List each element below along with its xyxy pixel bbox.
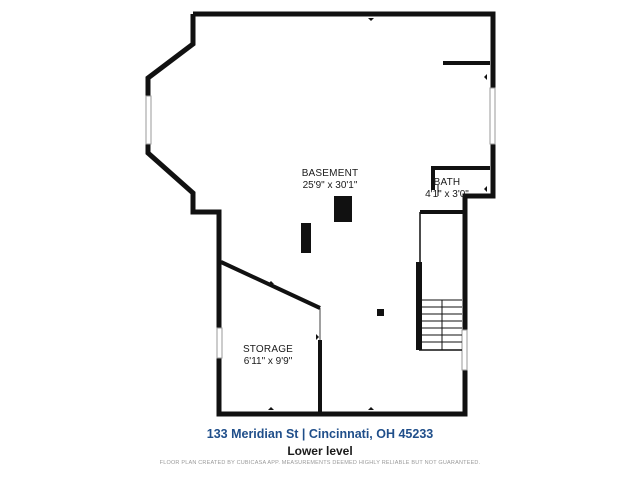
room-name: STORAGE [242, 344, 294, 355]
storage-wall [220, 260, 321, 310]
room-dimensions: 6'11" x 9'9" [243, 356, 293, 367]
bath-wall [431, 166, 490, 190]
window [489, 87, 496, 145]
wall-markers [268, 18, 487, 410]
disclaimer-text: FLOOR PLAN CREATED BY CUBICASA APP. MEAS… [159, 460, 481, 466]
room-dimensions: 4'1" x 3'0" [425, 189, 469, 200]
room-bath-label: BATH 4'1" x 3'0" [416, 177, 478, 201]
room-name: BATH [433, 177, 461, 188]
window [145, 95, 152, 145]
room-basement-label: BASEMENT 25'9" x 30'1" [270, 168, 390, 192]
exterior-wall [193, 11, 496, 173]
column [334, 196, 352, 222]
property-address: 133 Meridian St | Cincinnati, OH 45233 [206, 427, 434, 441]
stairs [422, 299, 462, 350]
window [461, 329, 468, 371]
column [377, 309, 384, 316]
column [301, 223, 311, 253]
room-name: BASEMENT [301, 168, 359, 179]
room-dimensions: 25'9" x 30'1" [302, 180, 358, 191]
floor-level-label: Lower level [287, 444, 353, 458]
window [216, 327, 223, 359]
room-storage-label: STORAGE 6'11" x 9'9" [224, 344, 312, 368]
exterior-wall [145, 14, 496, 417]
stair-wall [416, 262, 422, 350]
